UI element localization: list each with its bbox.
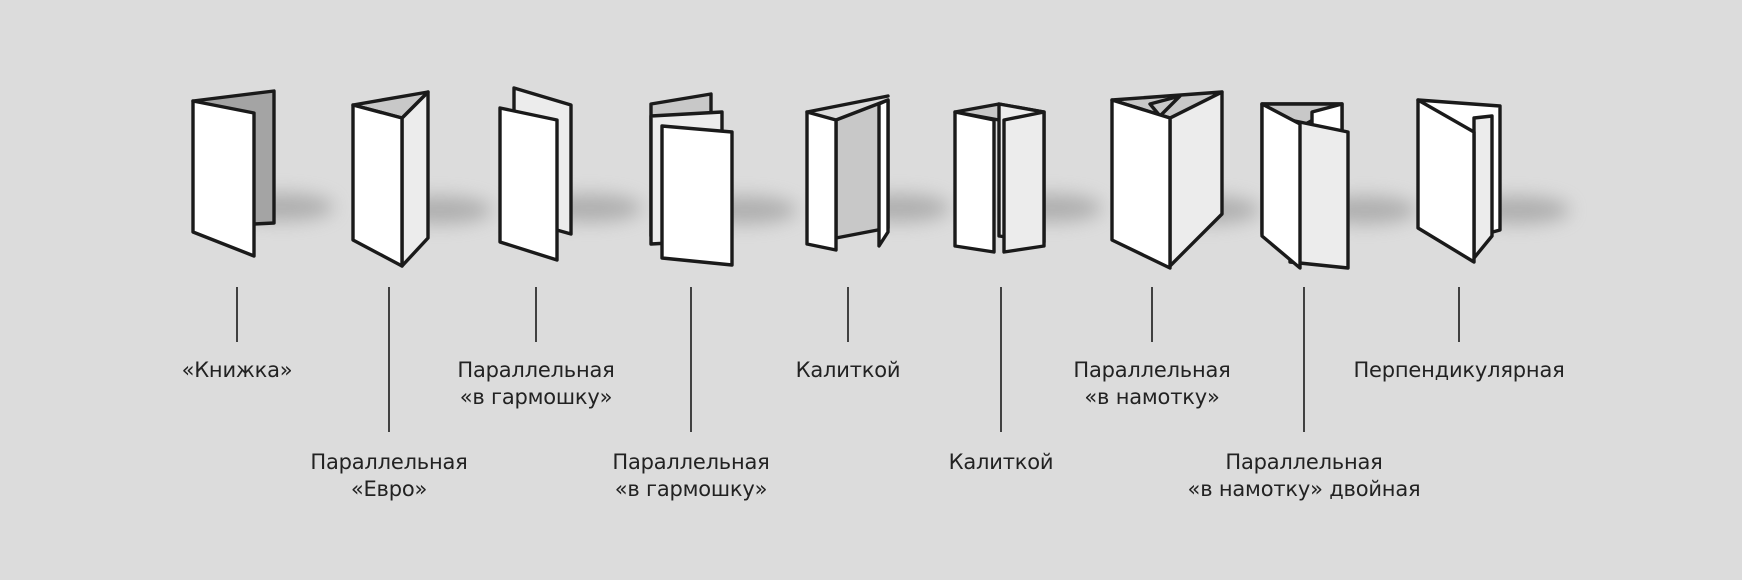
panel-left <box>805 110 838 252</box>
label-gate-1: Калиткой <box>718 357 978 384</box>
panel-back <box>1168 90 1224 268</box>
label-line: «в гармошку» <box>614 477 768 501</box>
panel-front <box>1416 98 1476 264</box>
panel-right <box>1002 110 1046 254</box>
fold-icon-perpendicular <box>1416 98 1502 264</box>
label-line: «в гармошку» <box>459 385 613 409</box>
label-line: «Евро» <box>350 477 428 501</box>
label-book: «Книжка» <box>107 357 367 384</box>
panel-front <box>498 106 559 262</box>
fold-icon-gate-2 <box>953 102 1046 254</box>
label-line: Параллельная <box>457 358 615 382</box>
panel-front <box>351 103 404 268</box>
fold-icon-gate-1 <box>805 94 890 252</box>
label-line: Перпендикулярная <box>1353 358 1565 382</box>
fold-icon-roll <box>1110 90 1224 270</box>
label-line: Параллельная <box>612 450 770 474</box>
label-accordion-2: Параллельная «в гармошку» <box>561 449 821 503</box>
panel-inner <box>1148 94 1182 118</box>
fold-icon-book <box>191 89 276 258</box>
panel-front <box>191 99 256 258</box>
label-line: Параллельная <box>1073 358 1231 382</box>
fold-icon-accordion-1 <box>498 86 573 262</box>
panel-left <box>953 110 996 254</box>
panel-right <box>877 98 890 248</box>
label-accordion-1: Параллельная «в гармошку» <box>406 357 666 411</box>
label-line: «в намотку» <box>1084 385 1220 409</box>
label-line: Калиткой <box>948 450 1054 474</box>
label-line: «в намотку» двойная <box>1187 477 1421 501</box>
shadows <box>230 193 1570 224</box>
panel-front <box>660 124 734 267</box>
label-perpendicular: Перпендикулярная <box>1329 357 1589 384</box>
label-euro: Параллельная «Евро» <box>259 449 519 503</box>
label-roll: Параллельная «в намотку» <box>1022 357 1282 411</box>
label-line: Параллельная <box>1225 450 1383 474</box>
label-line: Калиткой <box>795 358 901 382</box>
fold-icon-accordion-2 <box>649 92 734 267</box>
panel-front <box>1110 98 1172 270</box>
panel-top <box>805 94 890 114</box>
fold-icon-roll-double <box>1260 102 1350 270</box>
panel-middle <box>1472 114 1494 260</box>
leader-lines <box>236 287 1460 432</box>
panel-front <box>1260 102 1302 270</box>
label-line: Параллельная <box>310 450 468 474</box>
label-gate-2: Калиткой <box>871 449 1131 476</box>
label-line: «Книжка» <box>181 358 293 382</box>
fold-icon-euro <box>351 90 430 268</box>
label-roll-double: Параллельная «в намотку» двойная <box>1174 449 1434 503</box>
panel-back <box>400 90 430 268</box>
